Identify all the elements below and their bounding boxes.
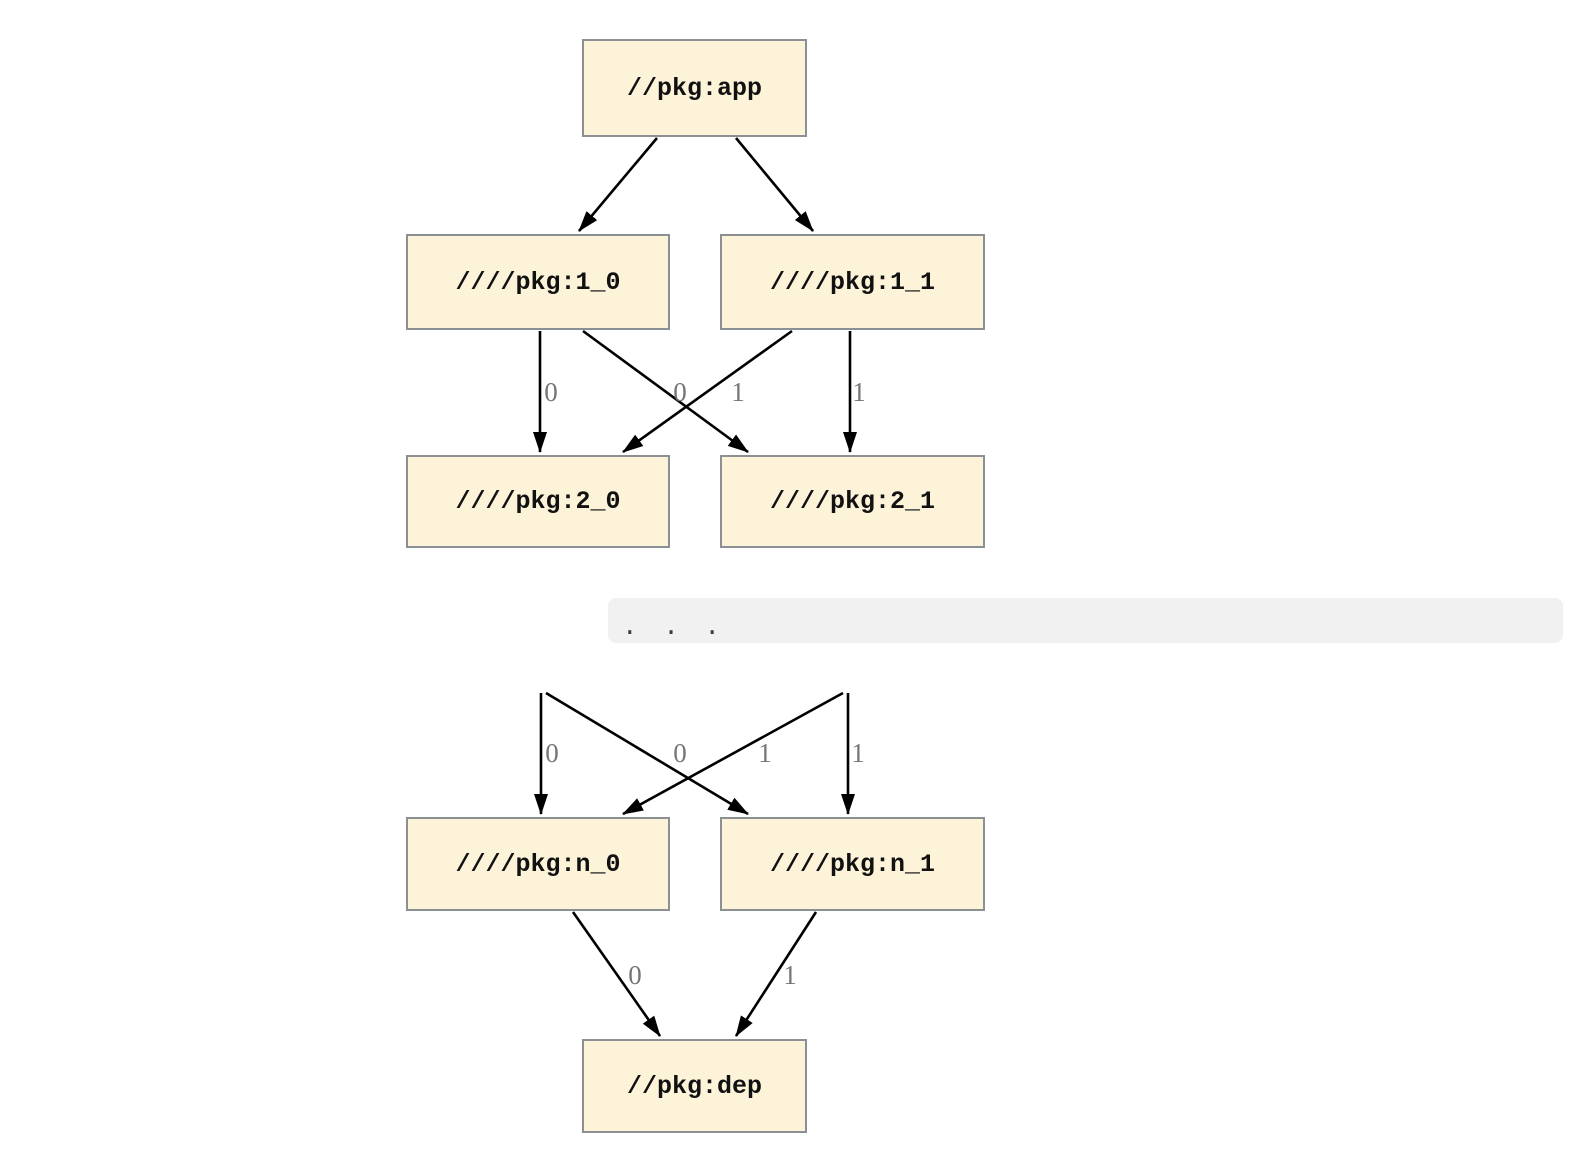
node-pkg-1_1: ////pkg:1_1 [720, 234, 985, 330]
edge-app-to-1_1 [734, 137, 815, 232]
edge-1_1-to-2_0 [622, 329, 793, 454]
node-label: ////pkg:1_1 [769, 267, 936, 297]
node-pkg-1_0: ////pkg:1_0 [406, 234, 670, 330]
node-label: //pkg:app [626, 73, 763, 103]
edge-label: 0 [628, 960, 642, 990]
edge-label: 1 [758, 738, 772, 768]
edge-label: 0 [544, 377, 558, 407]
edge-n_0-to-dep [571, 911, 662, 1037]
ellipsis-dots: . . . [622, 612, 726, 642]
node-label: ////pkg:n_1 [769, 849, 936, 879]
edge-label: 0 [545, 738, 559, 768]
edge-elided-to-n_1-cross [545, 691, 749, 816]
edge-label: 0 [673, 377, 687, 407]
node-pkg-n_1: ////pkg:n_1 [720, 817, 985, 911]
elided-rows-band: . . . [608, 598, 1563, 643]
node-label: ////pkg:2_1 [769, 487, 936, 516]
edge-label: 1 [731, 377, 745, 407]
node-pkg-n_0: ////pkg:n_0 [406, 817, 670, 911]
edge-app-to-1_0 [578, 137, 658, 232]
node-label: ////pkg:n_0 [455, 849, 621, 879]
edge-n_1-to-dep [734, 911, 818, 1037]
node-label: //pkg:dep [626, 1071, 763, 1101]
edge-elided-to-n_0-cross [622, 691, 844, 816]
edge-1_0-to-2_1 [582, 329, 749, 454]
edge-label: 1 [851, 738, 865, 768]
node-pkg-2_0: ////pkg:2_0 [406, 455, 670, 548]
node-pkg-app: //pkg:app [582, 39, 807, 137]
edge-label: 0 [673, 738, 687, 768]
node-label: ////pkg:1_0 [455, 267, 621, 297]
edge-label: 1 [783, 960, 797, 990]
node-pkg-dep: //pkg:dep [582, 1039, 807, 1133]
node-pkg-2_1: ////pkg:2_1 [720, 455, 985, 548]
node-label: ////pkg:2_0 [455, 487, 621, 516]
edge-label: 1 [852, 377, 866, 407]
